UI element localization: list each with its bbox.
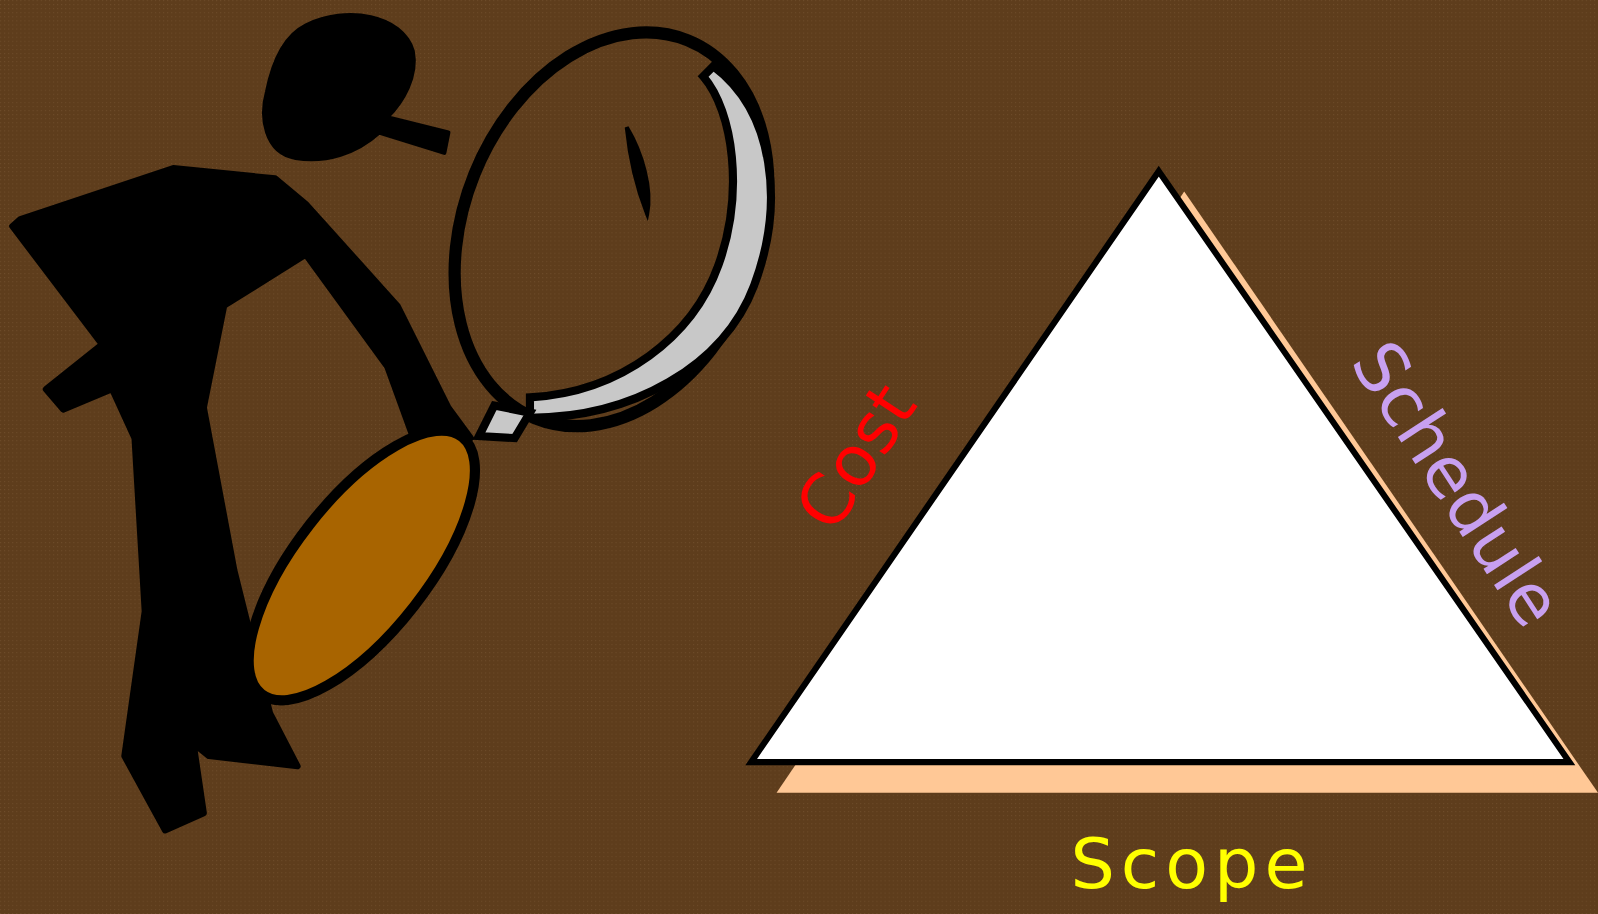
magnifying-glass bbox=[209, 0, 825, 735]
side-label: Scope bbox=[1070, 829, 1313, 899]
stick-figure bbox=[12, 15, 471, 830]
triangle bbox=[751, 171, 1598, 793]
